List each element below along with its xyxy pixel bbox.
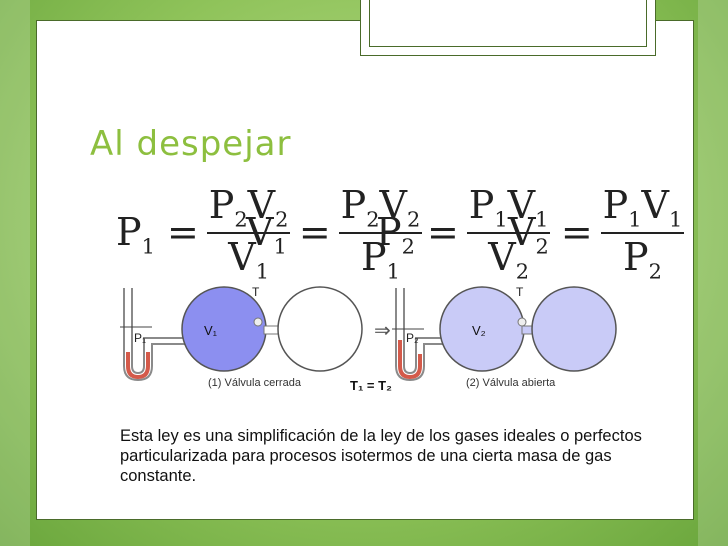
sphere-v2-right [531, 286, 617, 372]
v1-label: V₁ [204, 323, 218, 338]
description-text: Esta ley es una simplificación de la ley… [120, 427, 642, 485]
t-label-right: T [516, 285, 524, 299]
temperature-equality: T₁ = T₂ [350, 378, 392, 393]
formula-p1: P1 = P2V2 V1 [116, 182, 291, 284]
left-caption: (1) Válvula cerrada [208, 377, 302, 389]
p1-label: P₁ [134, 331, 146, 345]
right-caption: (2) Válvula abierta [466, 377, 556, 389]
manometer-left [120, 288, 194, 382]
formula-p2: P2 = P1V1 V2 [376, 182, 551, 284]
valve-left [253, 317, 263, 327]
valve-tube-left [263, 325, 279, 335]
decorative-stripe [0, 0, 30, 546]
t-label-left: T [252, 285, 260, 299]
slide-frame [36, 20, 694, 520]
decorative-stripe [698, 0, 728, 546]
formula-v1: V1 = P2V2 P1 [246, 182, 423, 284]
v2-label: V₂ [472, 323, 486, 338]
slide-top-tab [360, 0, 656, 56]
arrow-icon: ⇒ [374, 320, 391, 342]
valve-right [517, 317, 527, 327]
formula-v2: V2 = P1V1 P2 [508, 182, 685, 284]
manometer-right [392, 288, 452, 382]
slide-title: Al despejar [90, 124, 292, 164]
sphere-empty [277, 286, 363, 372]
p2-label: P₂ [406, 331, 419, 345]
boyle-diagram: P₁ V₁ T (1) Válvula cerrada ⇒ T₁ = T₂ P₂… [120, 285, 617, 393]
sphere-v1 [181, 286, 267, 372]
